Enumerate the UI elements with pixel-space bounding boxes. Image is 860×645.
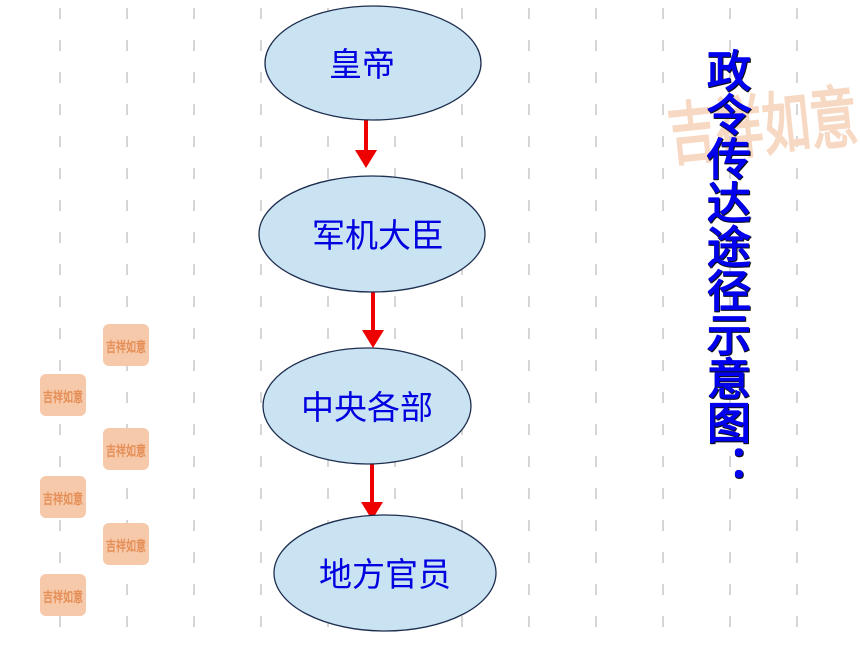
- seal-stamp-text: 吉祥如意: [106, 538, 146, 555]
- seal-stamp-text: 吉祥如意: [43, 389, 83, 406]
- seal-stamp: 吉祥如意: [40, 374, 86, 416]
- arrow-central-ministries-to-local-officials: [361, 460, 383, 520]
- arrow-head: [361, 502, 383, 520]
- seal-stamp-text: 吉祥如意: [43, 589, 83, 606]
- seal-stamp-text: 吉祥如意: [106, 339, 146, 356]
- node-grand-councilor: 军机大臣: [258, 175, 486, 293]
- seal-stamp: 吉祥如意: [103, 523, 149, 565]
- node-grand-councilor-label: 军机大臣: [312, 216, 444, 255]
- arrow-head: [355, 150, 377, 168]
- node-central-ministries: 中央各部: [262, 347, 472, 465]
- node-central-ministries-label: 中央各部: [301, 388, 433, 427]
- seal-stamp-background: [40, 476, 86, 518]
- diagram-title: 政令传达途径示意图：: [699, 48, 750, 488]
- seal-stamp: 吉祥如意: [103, 324, 149, 366]
- seal-stamp-background: [103, 324, 149, 366]
- seal-stamp: 吉祥如意: [40, 476, 86, 518]
- node-emperor-label: 皇帝: [329, 45, 395, 84]
- node-local-officials-shape: [273, 514, 497, 632]
- arrow-head: [362, 330, 384, 348]
- node-emperor: 皇帝: [264, 5, 482, 121]
- node-central-ministries-shape: [262, 347, 472, 465]
- seal-stamp-background: [40, 374, 86, 416]
- seal-stamp-background: [103, 428, 149, 470]
- seal-stamp-text: 吉祥如意: [43, 491, 83, 508]
- seal-stamp: 吉祥如意: [40, 574, 86, 616]
- seal-watermark-large-text: 吉祥如意: [664, 77, 860, 176]
- seal-stamp-background: [103, 523, 149, 565]
- node-emperor-shape: [264, 5, 482, 121]
- seal-stamp-text: 吉祥如意: [106, 443, 146, 460]
- seal-stamp-background: [40, 574, 86, 616]
- seal-stamp: 吉祥如意: [103, 428, 149, 470]
- node-local-officials: 地方官员: [273, 514, 497, 632]
- node-grand-councilor-shape: [258, 175, 486, 293]
- node-local-officials-label: 地方官员: [319, 555, 451, 594]
- seal-watermark-large: 吉祥如意: [664, 77, 860, 176]
